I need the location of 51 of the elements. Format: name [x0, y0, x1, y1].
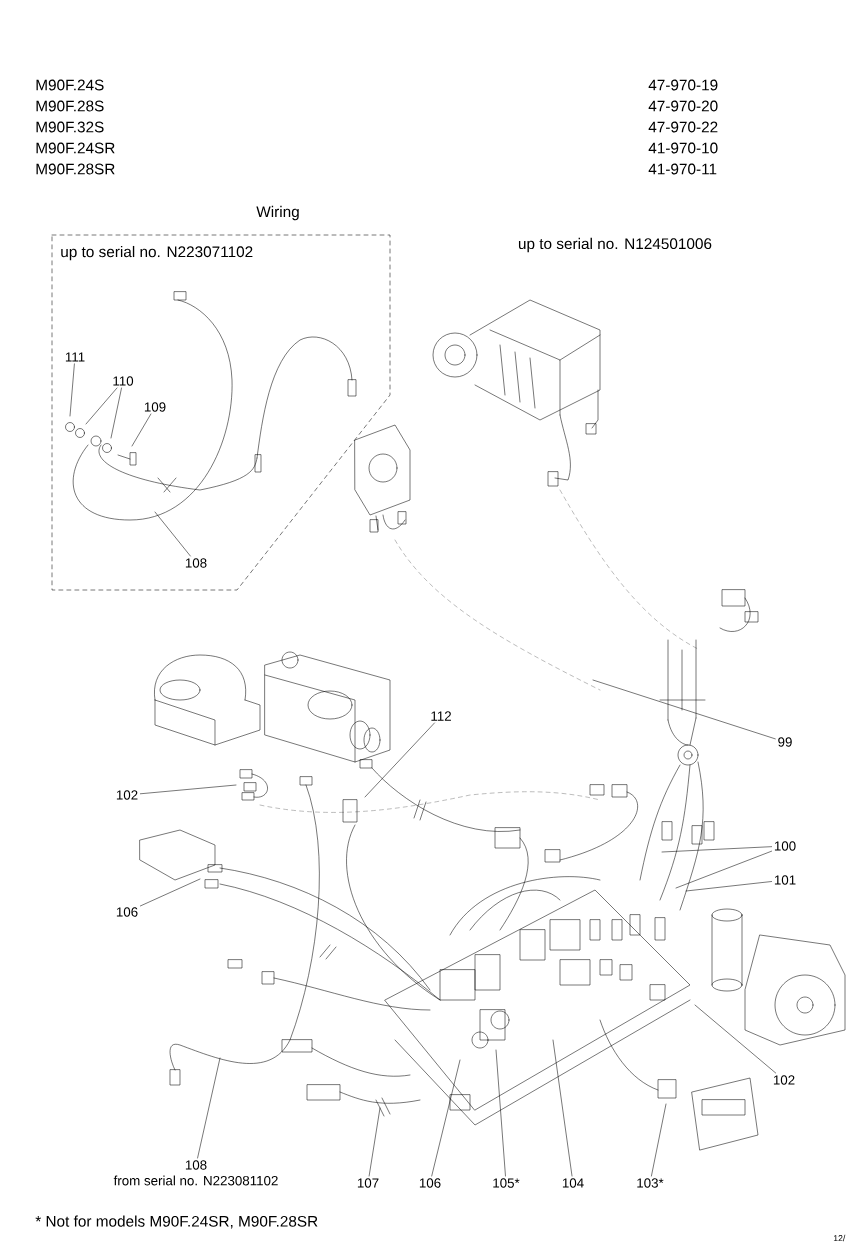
leader-line — [592, 679, 776, 740]
leader-line — [431, 1059, 461, 1177]
leader-line — [675, 850, 772, 889]
leader-line — [140, 784, 237, 795]
leader-line — [197, 1057, 221, 1159]
label-text: M90F.28SR — [36, 163, 115, 175]
label-text: 12/ — [833, 1234, 846, 1242]
label-text: 47-970-19 — [648, 79, 718, 91]
label-text: * Not for models M90F.24SR, M90F.28SR — [35, 1215, 318, 1229]
label-text: up to serial no. N124501006 — [518, 237, 712, 253]
callout-number: 104 — [562, 1178, 584, 1188]
callout-number: 106 — [419, 1178, 441, 1188]
label-text: M90F.32S — [36, 121, 104, 133]
label-text: 41-970-11 — [648, 163, 717, 175]
callout-number: 108 — [185, 558, 207, 568]
label-text: M90F.24S — [36, 79, 104, 91]
callout-number: 109 — [144, 402, 166, 412]
leader-line — [368, 1107, 381, 1177]
label-text: 41-970-10 — [648, 142, 718, 154]
callout-number: 108 — [185, 1160, 207, 1170]
note-text: from serial no. N223081102 — [113, 1175, 278, 1186]
leader-line — [110, 387, 122, 439]
callout-number: 110 — [113, 376, 134, 386]
label-text: Wiring — [256, 205, 299, 221]
leader-line — [131, 413, 152, 447]
callout-number: 112 — [431, 711, 451, 721]
callout-number: 100 — [774, 841, 796, 851]
leader-line — [154, 511, 191, 557]
callout-number: 103* — [637, 1178, 664, 1188]
label-text: 47-970-20 — [648, 100, 718, 112]
leader-line — [69, 363, 75, 417]
callout-number: 106 — [116, 907, 138, 917]
leader-line — [661, 846, 772, 853]
leader-line — [495, 1049, 506, 1177]
leader-line — [694, 1004, 776, 1074]
callout-number: 102 — [773, 1075, 795, 1085]
leader-line — [85, 387, 118, 425]
leader-line — [140, 878, 201, 907]
leader-line — [651, 1103, 667, 1177]
callout-number: 102 — [116, 790, 138, 800]
callout-number: 99 — [778, 737, 792, 747]
leader-line — [552, 1039, 573, 1177]
callout-number: 107 — [357, 1178, 379, 1188]
callout-number: 111 — [65, 352, 85, 362]
leader-line — [685, 881, 772, 892]
callout-number: 105* — [493, 1178, 520, 1188]
label-text: M90F.28S — [36, 100, 104, 112]
label-text: 47-970-22 — [648, 121, 718, 133]
callout-number: 101 — [774, 875, 796, 885]
label-text: M90F.24SR — [36, 142, 115, 154]
leader-line — [364, 722, 435, 798]
